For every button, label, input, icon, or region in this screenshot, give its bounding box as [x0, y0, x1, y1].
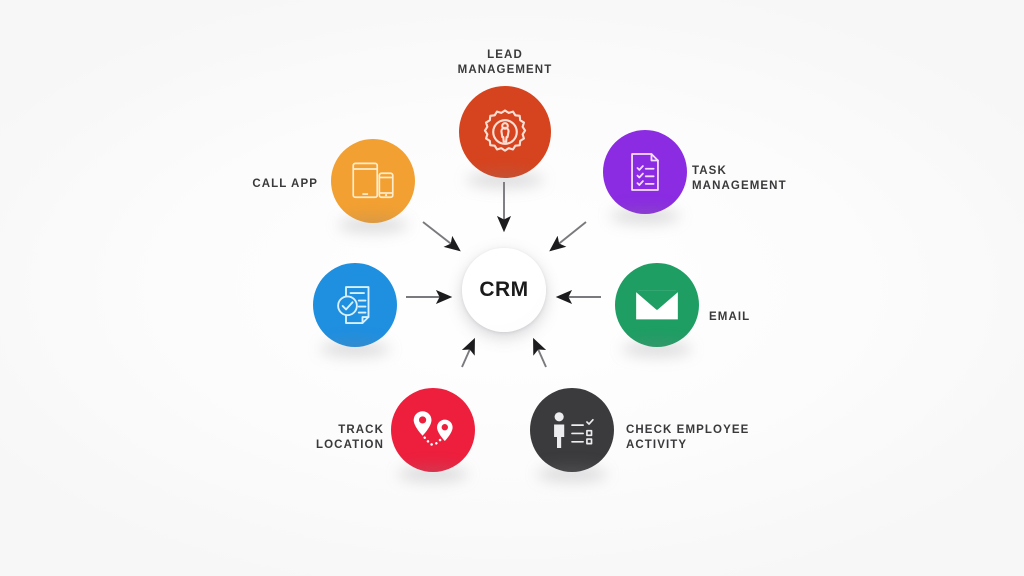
node-call-app[interactable] — [331, 139, 415, 223]
label-track-location: TRACK LOCATION — [316, 424, 384, 452]
envelope-icon — [634, 287, 680, 323]
gear-person-icon — [479, 106, 531, 158]
node-track-location[interactable] — [391, 388, 475, 472]
node-email[interactable] — [615, 263, 699, 347]
label-check-employee-activity: CHECK EMPLOYEE ACTIVITY — [626, 424, 750, 452]
label-task-management: TASK MANAGEMENT — [692, 165, 787, 193]
document-check-icon — [331, 281, 379, 329]
crm-hub-label: CRM — [479, 278, 529, 301]
node-reports[interactable] — [313, 263, 397, 347]
node-lead-management[interactable] — [459, 86, 551, 178]
map-pins-route-icon — [408, 409, 458, 451]
node-task-management[interactable] — [603, 130, 687, 214]
label-call-app: CALL APP — [252, 178, 318, 190]
label-email: EMAIL — [709, 311, 751, 323]
node-check-employee-activity[interactable] — [530, 388, 614, 472]
crm-hub[interactable]: CRM — [462, 248, 546, 332]
checklist-document-icon — [622, 149, 668, 195]
person-checklist-icon — [547, 408, 597, 452]
tablet-phone-icon — [349, 159, 397, 203]
label-lead-management: LEAD MANAGEMENT — [457, 49, 553, 77]
